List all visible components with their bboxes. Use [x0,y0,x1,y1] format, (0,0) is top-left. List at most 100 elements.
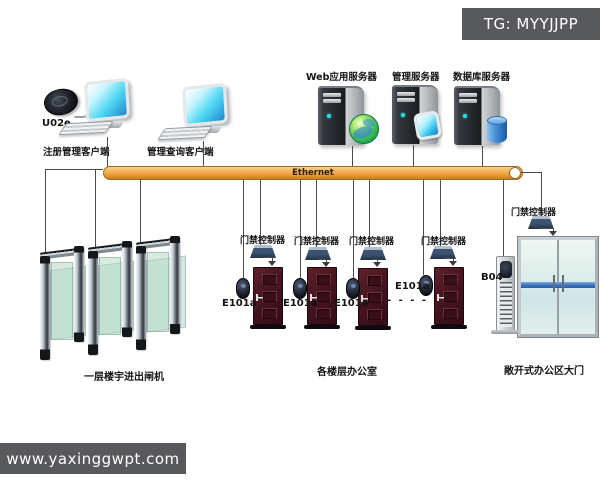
connection-line [263,257,273,258]
reader-lens [298,284,303,288]
connection-line [45,169,103,170]
connection-line [272,257,273,261]
continuation-ellipsis: - - - - [387,295,429,306]
database-cylinder-top [487,116,507,125]
arrow-down-icon [268,261,276,266]
turnstile-caption: 一层楼宇进出闸机 [84,372,164,383]
arrow-down-icon [373,262,381,267]
arrow-down-icon [322,262,330,267]
watermark-bottom: www.yaxinggwpt.com [0,443,186,474]
connection-line [300,180,301,278]
client1-label: 注册管理客户端 [43,147,110,158]
gate-reader-stripes [500,282,512,327]
arrow-down-icon [449,261,457,266]
door-panel [316,274,331,285]
gate-reader-head [500,261,512,278]
connection-line [440,180,441,246]
web-server-label: Web应用服务器 [306,72,377,83]
main-gate-caption: 敞开式办公区大门 [504,366,584,377]
door-panel [316,308,331,319]
offices-caption: 各楼层办公室 [317,367,377,378]
door-panel [262,308,277,319]
connection-line [326,259,327,262]
database-cylinder-body [487,120,507,143]
door-handle-icon [361,295,368,302]
connection-line [243,180,244,278]
watermark-bottom-text: www.yaxinggwpt.com [6,449,180,468]
door-controller-icon-3 [360,247,386,260]
server-led [401,113,405,117]
connection-line [443,258,453,259]
gate-door-handle [562,275,564,292]
server-bay [397,98,415,102]
globe-icon [349,114,379,144]
reader-lens [424,281,429,285]
connection-line [45,169,46,259]
office-door-2 [307,267,337,325]
connection-line [553,228,554,231]
connection-line [521,172,541,173]
card-reader-icon-2 [293,278,307,299]
turnstile-pillar [40,256,50,360]
arrow-down-icon [549,231,557,236]
management-server-label: 管理服务器 [392,72,440,83]
card-reader-icon-4 [419,275,433,296]
connection-line [140,179,141,249]
enroll-reader-ring [50,94,69,109]
gate-reader-device [496,256,515,332]
client2-label: 管理查询客户端 [147,147,214,158]
server-led [327,114,331,118]
bus-end-cap [509,167,521,179]
watermark-top: TG: MYYJJPP [462,8,600,40]
turnstile-glass-panel [147,252,169,332]
turnstile-pillar [170,236,180,334]
turnstile-pillar [74,246,84,342]
connection-line [541,228,553,229]
office-door-3 [358,268,388,326]
card-reader-icon-3 [346,278,360,299]
door-controller-label-1: 门禁控制器 [240,236,286,246]
display-icon [412,110,443,141]
gate-controller-label: 门禁控制器 [511,208,557,218]
door-panel [367,292,382,303]
turnstile-pillar [122,241,132,337]
door-panel [443,291,458,302]
door-panel [367,309,382,320]
connection-line [373,259,378,260]
door-panel [262,291,277,302]
office-door-4 [434,267,464,325]
server-bay [459,99,477,103]
gate-reader-label: B04 [481,272,503,283]
card-reader-icon-1 [236,278,250,299]
door-controller-label-4: 门禁控制器 [421,237,467,247]
connection-line [316,180,317,247]
turnstile-glass-panel [99,257,121,335]
connection-line [107,137,108,167]
connection-line [482,146,483,167]
door-panel [443,274,458,285]
door-label-1: E101a [222,298,257,309]
reader-lens [351,284,356,288]
connection-line [318,259,326,260]
ethernet-label: Ethernet [292,168,334,178]
gate-door-handle [553,275,555,292]
gate-controller-icon [528,216,554,229]
door-handle-icon [256,294,263,301]
door-shadow [250,325,286,329]
connection-line [377,259,378,262]
connection-line [352,146,353,167]
connection-line [413,145,414,167]
enroll-reader-label: U02e [42,118,71,129]
door-panel [367,275,382,286]
connection-line [95,169,96,254]
database-icon [487,116,507,143]
door-controller-icon-4 [430,246,456,259]
door-label-3: E101a [334,298,369,309]
door-controller-label-3: 门禁控制器 [349,237,395,247]
main-gate-door [517,236,599,338]
connection-line [203,141,204,167]
client2-monitor-icon [182,82,228,128]
door-panel [316,291,331,302]
door-shadow [355,326,391,330]
door-shadow [304,325,340,329]
